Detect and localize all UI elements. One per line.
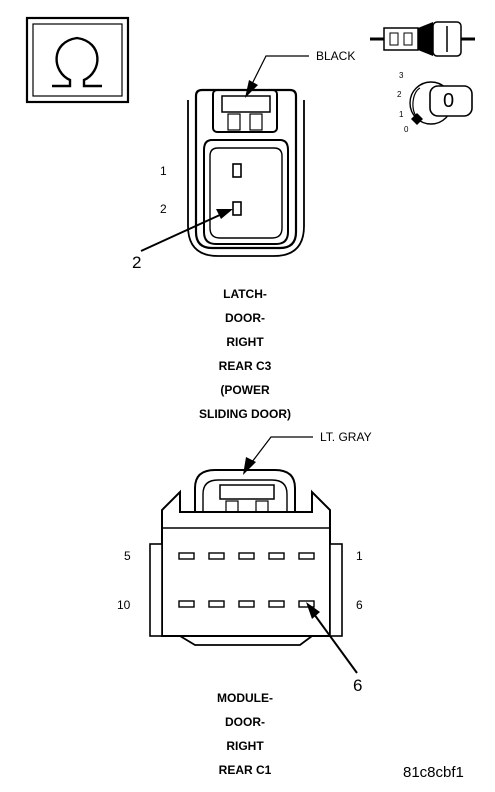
c3-pin-2 — [232, 201, 242, 216]
connector-probe-icon — [370, 21, 475, 57]
c3-pin-label-2: 2 — [160, 202, 167, 216]
ignition-position-1: 1 — [399, 110, 404, 119]
c3-pin-label-1: 1 — [160, 164, 167, 178]
c1-caption-line-3: RIGHT — [226, 739, 264, 753]
c3-caption-line-2: DOOR- — [225, 311, 265, 325]
ignition-position-3: 3 — [399, 71, 404, 80]
connector-c3 — [187, 88, 305, 257]
c3-wire-color-label: BLACK — [316, 49, 356, 63]
c1-pin-label-10: 10 — [117, 598, 131, 612]
c3-caption-line-6: SLIDING DOOR) — [199, 407, 291, 421]
c1-callout-number: 6 — [353, 676, 363, 695]
ignition-key-icon — [409, 81, 473, 125]
c1-caption-line-2: DOOR- — [225, 715, 265, 729]
c3-caption-line-3: RIGHT — [226, 335, 264, 349]
c3-callout-number: 2 — [132, 253, 142, 272]
c1-pin-label-6: 6 — [356, 598, 363, 612]
ignition-position-2: 2 — [397, 90, 402, 99]
c3-caption: LATCH- DOOR- RIGHT REAR C3 (POWER SLIDIN… — [150, 282, 340, 426]
c3-wire-color-leader — [245, 55, 309, 98]
c1-callout-arrow — [306, 602, 358, 674]
c1-pin-label-1: 1 — [356, 549, 363, 563]
c1-caption-line-4: REAR C1 — [218, 763, 272, 777]
figure-id: 81c8cbf1 — [403, 764, 464, 781]
c1-pin-label-5: 5 — [124, 549, 131, 563]
c3-caption-line-1: LATCH- — [223, 287, 267, 301]
ignition-key-label: 0 — [443, 90, 455, 112]
c3-pin-1 — [232, 163, 242, 178]
ohm-icon — [25, 16, 130, 104]
c1-caption: MODULE- DOOR- RIGHT REAR C1 — [150, 686, 340, 782]
connector-c1 — [149, 469, 343, 646]
c1-wire-color-label: LT. GRAY — [320, 430, 372, 444]
c1-caption-line-1: MODULE- — [217, 691, 273, 705]
c1-wire-color-leader — [243, 436, 313, 475]
c3-caption-line-5: (POWER — [220, 383, 270, 397]
c3-callout-arrow — [140, 209, 233, 252]
ignition-position-0: 0 — [404, 125, 409, 134]
c3-caption-line-4: REAR C3 — [218, 359, 272, 373]
